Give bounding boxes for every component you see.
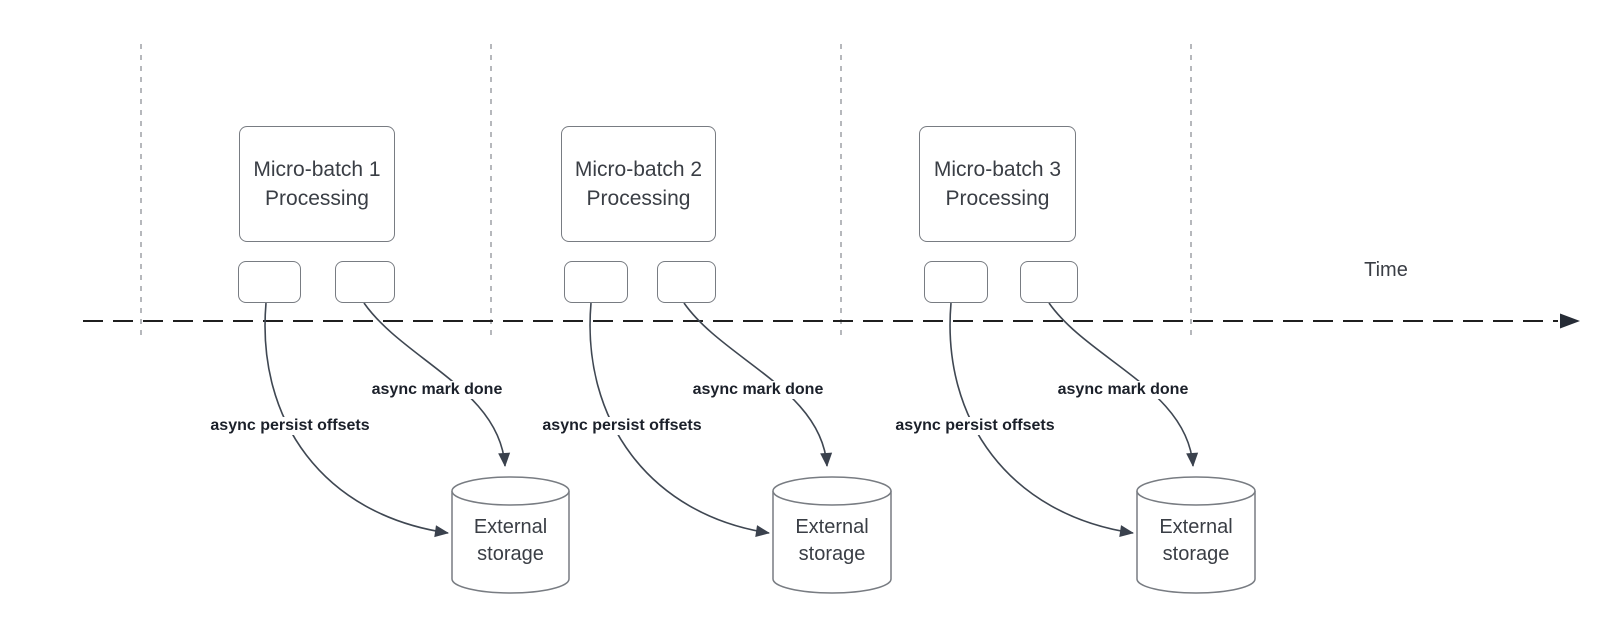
async-persist-offsets-label-2: async persist offsets	[527, 417, 717, 435]
persist-offsets-arrow-2	[589, 302, 770, 537]
persist-offsets-arrow-3	[949, 302, 1134, 538]
mark-done-arrow-1	[363, 302, 511, 467]
persist-offsets-task-box-1	[238, 261, 301, 303]
micro-batch-1-process-box: Micro-batch 1 Processing	[239, 126, 395, 242]
external-storage-cylinder-1-body	[451, 491, 570, 594]
external-storage-label-3: External storage	[1159, 516, 1233, 565]
external-storage-cylinder-1-body-fill	[452, 491, 569, 593]
external-storage-label-2: External storage	[795, 516, 869, 565]
async-persist-offsets-label-3: async persist offsets	[880, 417, 1070, 435]
external-storage-cylinder-3-body-fill	[1137, 491, 1255, 593]
micro-batch-3-process-box: Micro-batch 3 Processing	[919, 126, 1076, 242]
micro-batch-2-process-box: Micro-batch 2 Processing	[561, 126, 716, 242]
external-storage-label-1: External storage	[473, 516, 548, 565]
external-storage-cylinder-1-top	[451, 476, 570, 506]
external-storage-cylinder-3-top	[1136, 476, 1256, 506]
external-storage-cylinder-2-top	[772, 476, 892, 506]
mark-done-task-box-2	[657, 261, 716, 303]
async-mark-done-label-1: async mark done	[362, 381, 512, 399]
async-persist-offsets-label-1: async persist offsets	[195, 417, 385, 435]
persist-offsets-task-box-3	[924, 261, 988, 303]
persist-offsets-arrow-1	[264, 302, 449, 538]
external-storage-cylinder-2-body-fill	[773, 491, 891, 593]
mark-done-arrow-3	[1048, 302, 1199, 467]
mark-done-task-box-1	[335, 261, 395, 303]
time-axis-arrowhead-icon	[1560, 313, 1580, 329]
external-storage-cylinder-3-body	[1136, 491, 1256, 594]
mark-done-task-box-3	[1020, 261, 1078, 303]
external-storage-cylinder-2-body	[772, 491, 892, 594]
persist-offsets-task-box-2	[564, 261, 628, 303]
async-mark-done-label-3: async mark done	[1048, 381, 1198, 399]
mark-done-arrow-2	[683, 302, 833, 467]
time-axis-label: Time	[1364, 259, 1408, 281]
async-mark-done-label-2: async mark done	[683, 381, 833, 399]
